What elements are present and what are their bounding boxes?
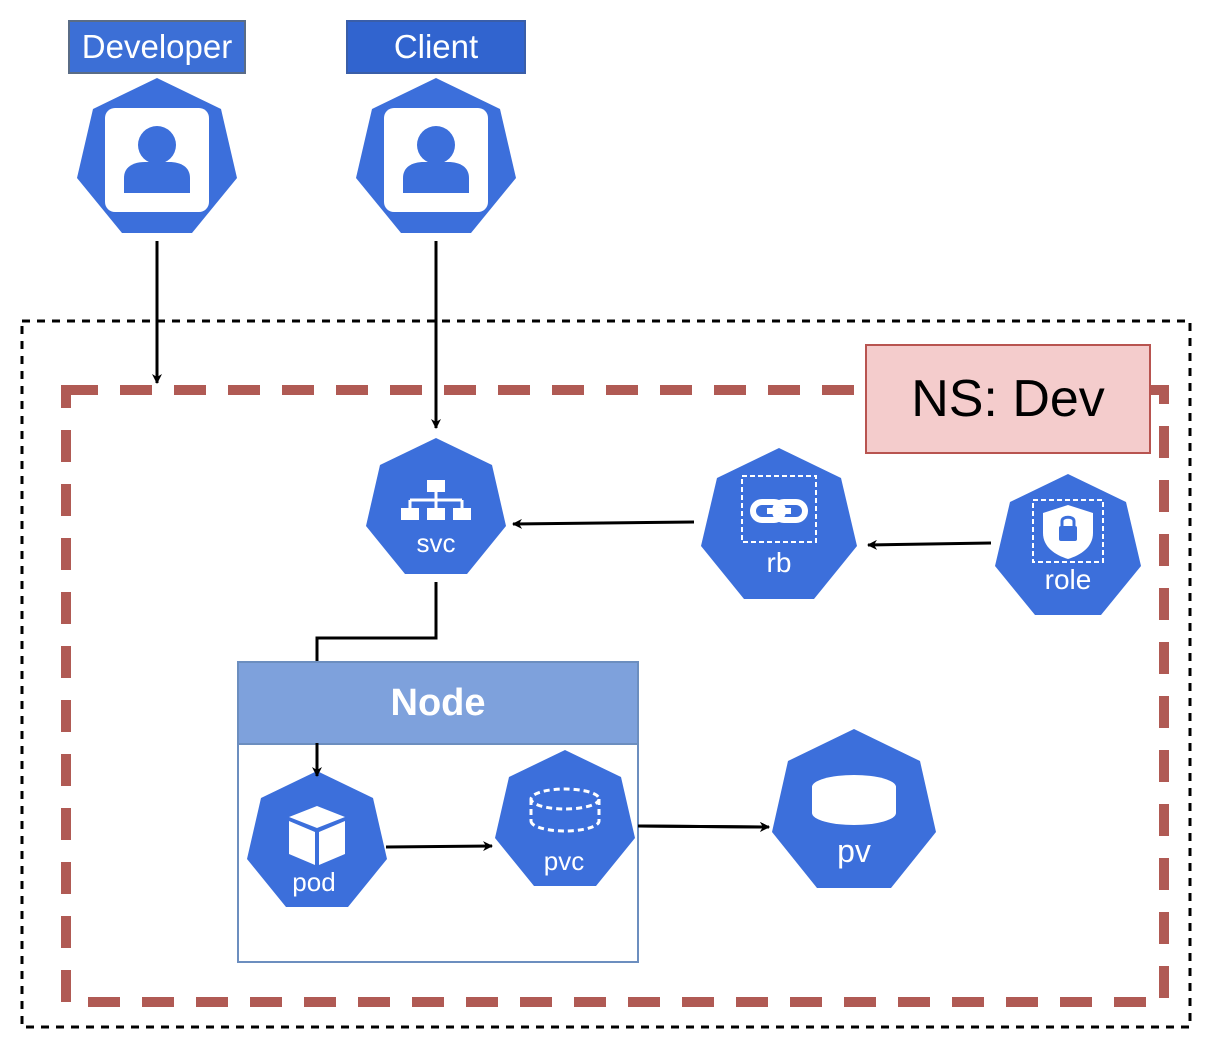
developer-label: Developer: [68, 20, 246, 74]
client-label: Client: [346, 20, 526, 74]
namespace-label: NS: Dev: [865, 344, 1151, 454]
namespace-boundary: [61, 385, 1169, 1007]
svc-service-icon: [366, 438, 506, 574]
arrow-pvc-to-pv: [637, 821, 770, 832]
developer-user-icon: [77, 78, 237, 233]
svc-label: svc: [416, 528, 456, 558]
node-header: Node: [237, 661, 639, 745]
pv-label: pv: [837, 833, 871, 869]
rb-rolebinding-icon: [701, 448, 857, 599]
client-user-icon: [356, 78, 516, 233]
pv-cylinder-icon: [772, 729, 936, 888]
pod-label: pod: [292, 867, 336, 897]
arrow-role-to-rb: [867, 539, 992, 550]
arrow-rb-to-svc: [512, 518, 695, 529]
cluster-boundary: [20, 319, 1192, 1029]
role-shield-icon: [995, 474, 1141, 615]
pvc-label: pvc: [543, 846, 585, 876]
role-label: role: [1044, 564, 1092, 595]
rb-label: rb: [766, 547, 792, 578]
